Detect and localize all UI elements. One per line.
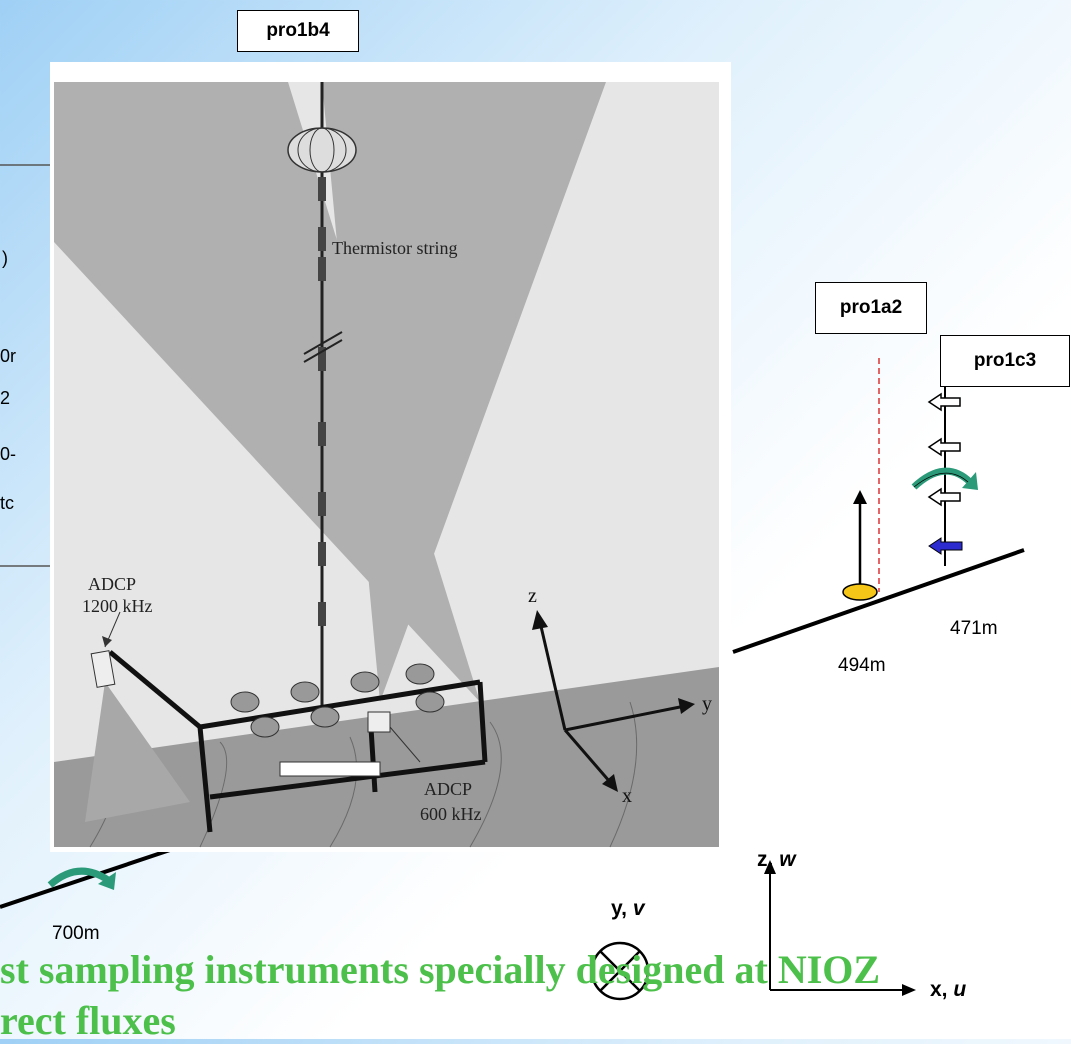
z-axis-arrowhead	[764, 860, 776, 874]
label-pro1a2: pro1a2	[815, 282, 927, 334]
axis-label-x: x, u	[930, 978, 967, 1001]
hollow-arrow-2	[927, 437, 961, 457]
x-axis-arrowhead	[902, 984, 916, 996]
caption-line-2: rect fluxes	[0, 998, 176, 1043]
adcp-600-body	[367, 711, 391, 733]
depth-700: 700m	[52, 923, 100, 944]
hollow-arrow-3	[927, 487, 961, 507]
right-beam	[322, 82, 606, 702]
label-pro1c3: pro1c3	[940, 335, 1070, 387]
left-fragment-4: 0-	[0, 444, 17, 464]
seabed	[54, 667, 719, 847]
thermistor-label: Thermistor string	[332, 238, 457, 258]
seabed-slope-right	[732, 548, 1025, 654]
floats	[230, 663, 445, 738]
hollow-arrow-1	[927, 392, 961, 412]
left-fragment-1: )	[2, 248, 8, 268]
label-pro1b4: pro1b4	[237, 10, 359, 52]
depth-471: 471m	[950, 618, 998, 639]
sensor-yellow-disc	[842, 583, 878, 601]
axis-label-y: y, v	[611, 897, 645, 920]
adcp-1200-label-1: ADCP	[88, 574, 136, 594]
rotation-arrow-left	[47, 867, 116, 890]
adcp-600-label-2: 600 kHz	[420, 804, 482, 824]
y-into-page-circle	[590, 941, 650, 1001]
seabed-slope-left	[0, 848, 171, 909]
pro1a2-arrowhead	[853, 490, 867, 504]
caption-line-1: st sampling instruments specially design…	[0, 947, 881, 992]
axis-label-z: z, w	[757, 848, 796, 871]
depth-494: 494m	[838, 655, 886, 676]
adcp-1200-body	[90, 650, 116, 688]
lander-frame	[108, 650, 488, 833]
rotation-arrow-right	[911, 467, 978, 490]
figure-axis-x: x	[622, 785, 632, 807]
figure-axis-z: z	[528, 585, 537, 607]
lander-figure: Thermistor string ADCP 1200 kHz ADCP 600…	[50, 62, 731, 852]
adcp-600-label-1: ADCP	[424, 779, 472, 799]
bottom-left-beam	[85, 682, 190, 822]
figure-axis-y: y	[702, 693, 712, 715]
left-fragment-2: 0r	[0, 346, 17, 366]
left-fragment-3: 2	[0, 388, 11, 408]
figure-axes	[532, 610, 695, 792]
left-fragment-5: tc	[0, 493, 15, 513]
blue-arrow	[928, 537, 963, 555]
adcp-1200-label-2: 1200 kHz	[82, 596, 153, 616]
